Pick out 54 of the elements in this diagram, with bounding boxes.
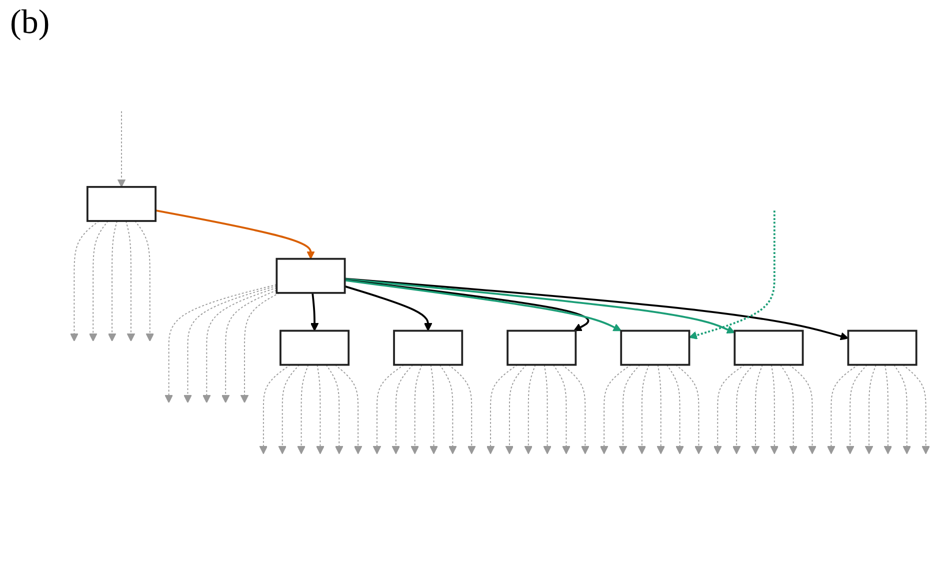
dashed-arrow	[410, 364, 422, 454]
dashed-arrow	[893, 364, 912, 454]
dashed-arrow	[70, 220, 100, 342]
dashed-arrow	[780, 364, 798, 454]
arrow	[310, 292, 319, 332]
dashed-arrow	[864, 364, 876, 454]
record-box	[734, 330, 804, 366]
dashed-arrow	[543, 364, 552, 454]
record-box	[620, 330, 690, 366]
arrow	[155, 210, 315, 260]
dashed-arrow	[202, 287, 278, 404]
dashed-arrow	[326, 364, 344, 454]
dashed-arrow	[134, 220, 154, 342]
record-box	[393, 330, 464, 366]
dashed-arrow	[688, 210, 776, 340]
dashed-arrow	[656, 364, 666, 454]
dashed-arrow	[713, 364, 745, 454]
dashed-arrow	[430, 364, 438, 454]
dashed-arrow	[392, 364, 414, 454]
dashed-arrow	[846, 364, 868, 454]
record-box	[506, 330, 577, 366]
dashed-arrow	[732, 364, 754, 454]
record-box	[847, 330, 918, 366]
dashed-arrow	[316, 364, 324, 454]
dashed-arrow	[638, 364, 650, 454]
dashed-arrow	[751, 364, 763, 454]
dashed-arrow	[108, 220, 118, 342]
dashed-arrow	[297, 364, 309, 454]
dashed-arrow	[770, 364, 779, 454]
arrow	[344, 278, 849, 340]
dashed-arrow	[439, 364, 457, 454]
record-box	[276, 258, 346, 294]
record-box	[86, 186, 157, 222]
dashed-arrow	[334, 364, 362, 454]
dashed-arrow	[884, 364, 892, 454]
arrow	[344, 285, 432, 332]
dashed-arrow	[666, 364, 684, 454]
panel-label: (b)	[10, 4, 50, 42]
dashed-arrow	[164, 284, 278, 404]
dashed-arrow	[448, 364, 476, 454]
dashed-arrow	[126, 220, 136, 342]
dashed-arrow	[221, 290, 278, 404]
dashed-arrow	[505, 364, 527, 454]
record-box	[280, 330, 350, 366]
dashed-arrow	[524, 364, 536, 454]
dashed-arrow	[184, 285, 278, 404]
dashed-arrow	[117, 110, 126, 188]
dashed-arrow	[552, 364, 570, 454]
arrow	[344, 278, 736, 334]
dashed-arrow	[562, 364, 590, 454]
dashed-arrow	[600, 364, 632, 454]
dashed-arrow	[278, 364, 300, 454]
dashed-arrow	[618, 364, 640, 454]
dashed-arrow	[88, 220, 109, 342]
